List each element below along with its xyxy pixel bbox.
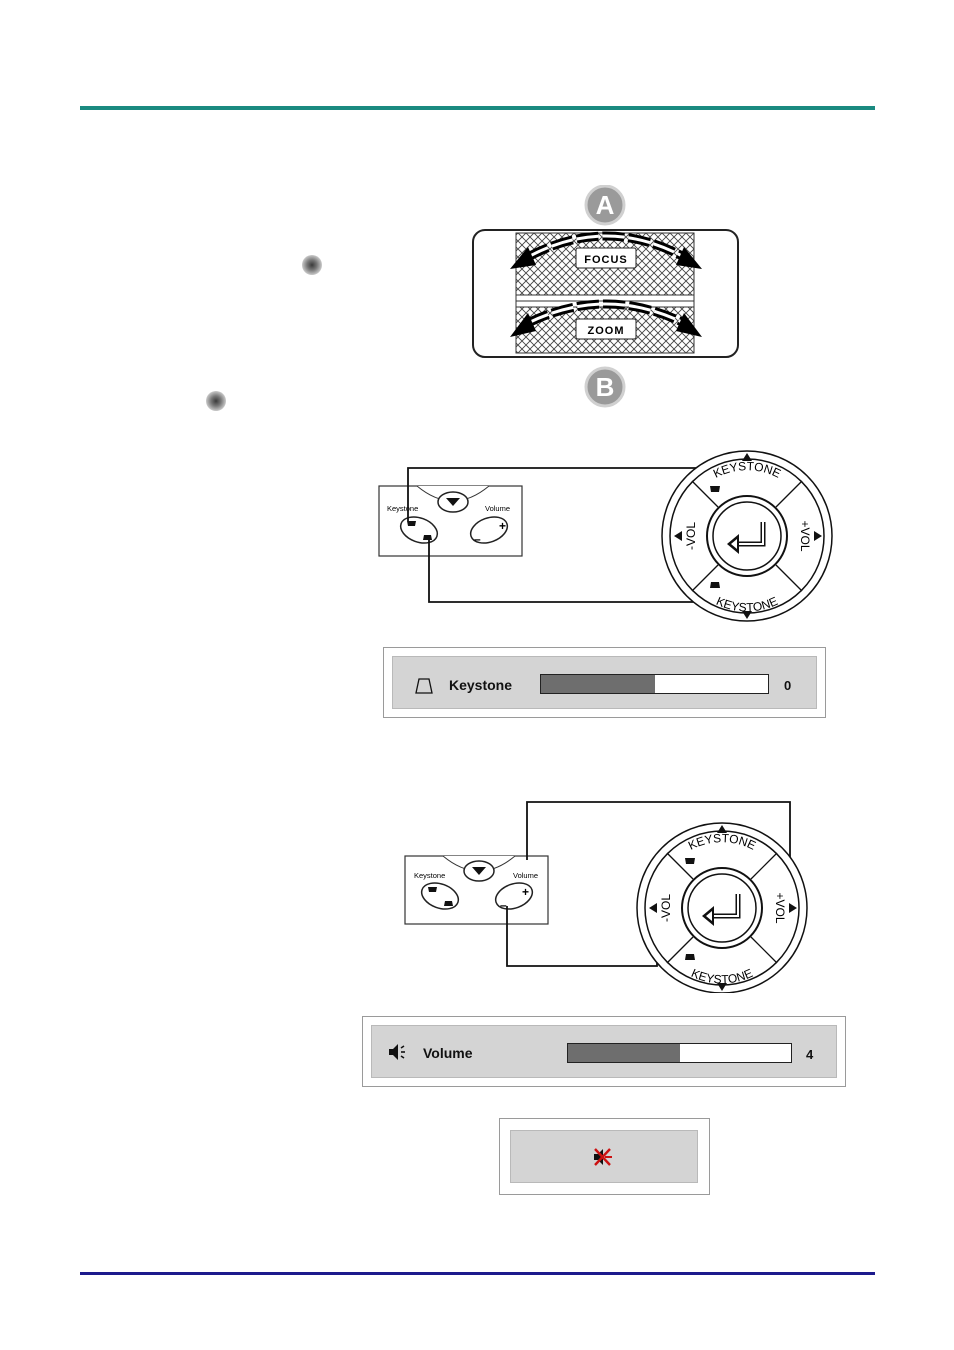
remote-vol-minus[interactable]: -VOL [684,522,698,550]
remote-vol-plus[interactable]: +VOL [773,892,787,923]
keystone-level-bar[interactable] [540,674,769,694]
footer-rule [80,1272,875,1275]
speaker-icon [388,1043,410,1061]
keystone-control-diagram: Keystone Volume + – KEYSTONE [375,450,840,625]
volume-osd: Volume 4 [362,1016,846,1087]
svg-text:+: + [499,519,506,533]
keystone-level-fill [541,675,655,693]
projector-keypad: Keystone Volume + – [379,486,522,556]
svg-text:–: – [500,898,507,912]
keypad-keystone-label: Keystone [387,504,418,513]
keystone-down-icon [685,954,695,960]
keystone-up-icon [710,486,720,492]
svg-text:A: A [596,190,615,220]
badge-b: B [586,368,624,406]
muted-speaker-icon [592,1147,614,1167]
keystone-up-icon [685,858,695,864]
remote-control-wheel: KEYSTONE KEYSTONE -VOL +VOL [637,823,807,993]
bullet-marker [302,255,322,275]
keypad-keystone-label: Keystone [414,871,445,880]
svg-text:–: – [474,532,481,546]
header-rule [80,106,875,110]
lens-rings-illustration: A FOCUS ZOOM B [470,185,742,410]
projector-keypad: Keystone Volume + – [405,856,548,924]
volume-osd-value: 4 [806,1047,813,1062]
volume-level-bar[interactable] [567,1043,792,1063]
svg-text:+: + [522,885,529,899]
svg-text:B: B [596,372,615,402]
badge-a: A [586,186,624,224]
bullet-marker [206,391,226,411]
remote-vol-plus[interactable]: +VOL [798,520,812,551]
keystone-down-icon [710,582,720,588]
keystone-osd-value: 0 [784,678,791,693]
enter-button[interactable] [713,502,781,570]
keypad-volume-label: Volume [513,871,538,880]
focus-label: FOCUS [584,254,628,266]
trapezoid-icon [415,678,433,694]
remote-vol-minus[interactable]: -VOL [659,894,673,922]
volume-level-fill [568,1044,680,1062]
enter-button[interactable] [688,874,756,942]
volume-control-diagram: Keystone Volume + – KEYSTONE [400,798,840,993]
keystone-osd-label: Keystone [449,677,512,693]
zoom-label: ZOOM [588,325,625,337]
mute-osd [499,1118,710,1195]
keypad-volume-label: Volume [485,504,510,513]
keystone-osd: Keystone 0 [383,647,826,718]
volume-osd-label: Volume [423,1045,473,1061]
remote-control-wheel: KEYSTONE KEYSTONE -VOL +VOL [662,451,832,621]
